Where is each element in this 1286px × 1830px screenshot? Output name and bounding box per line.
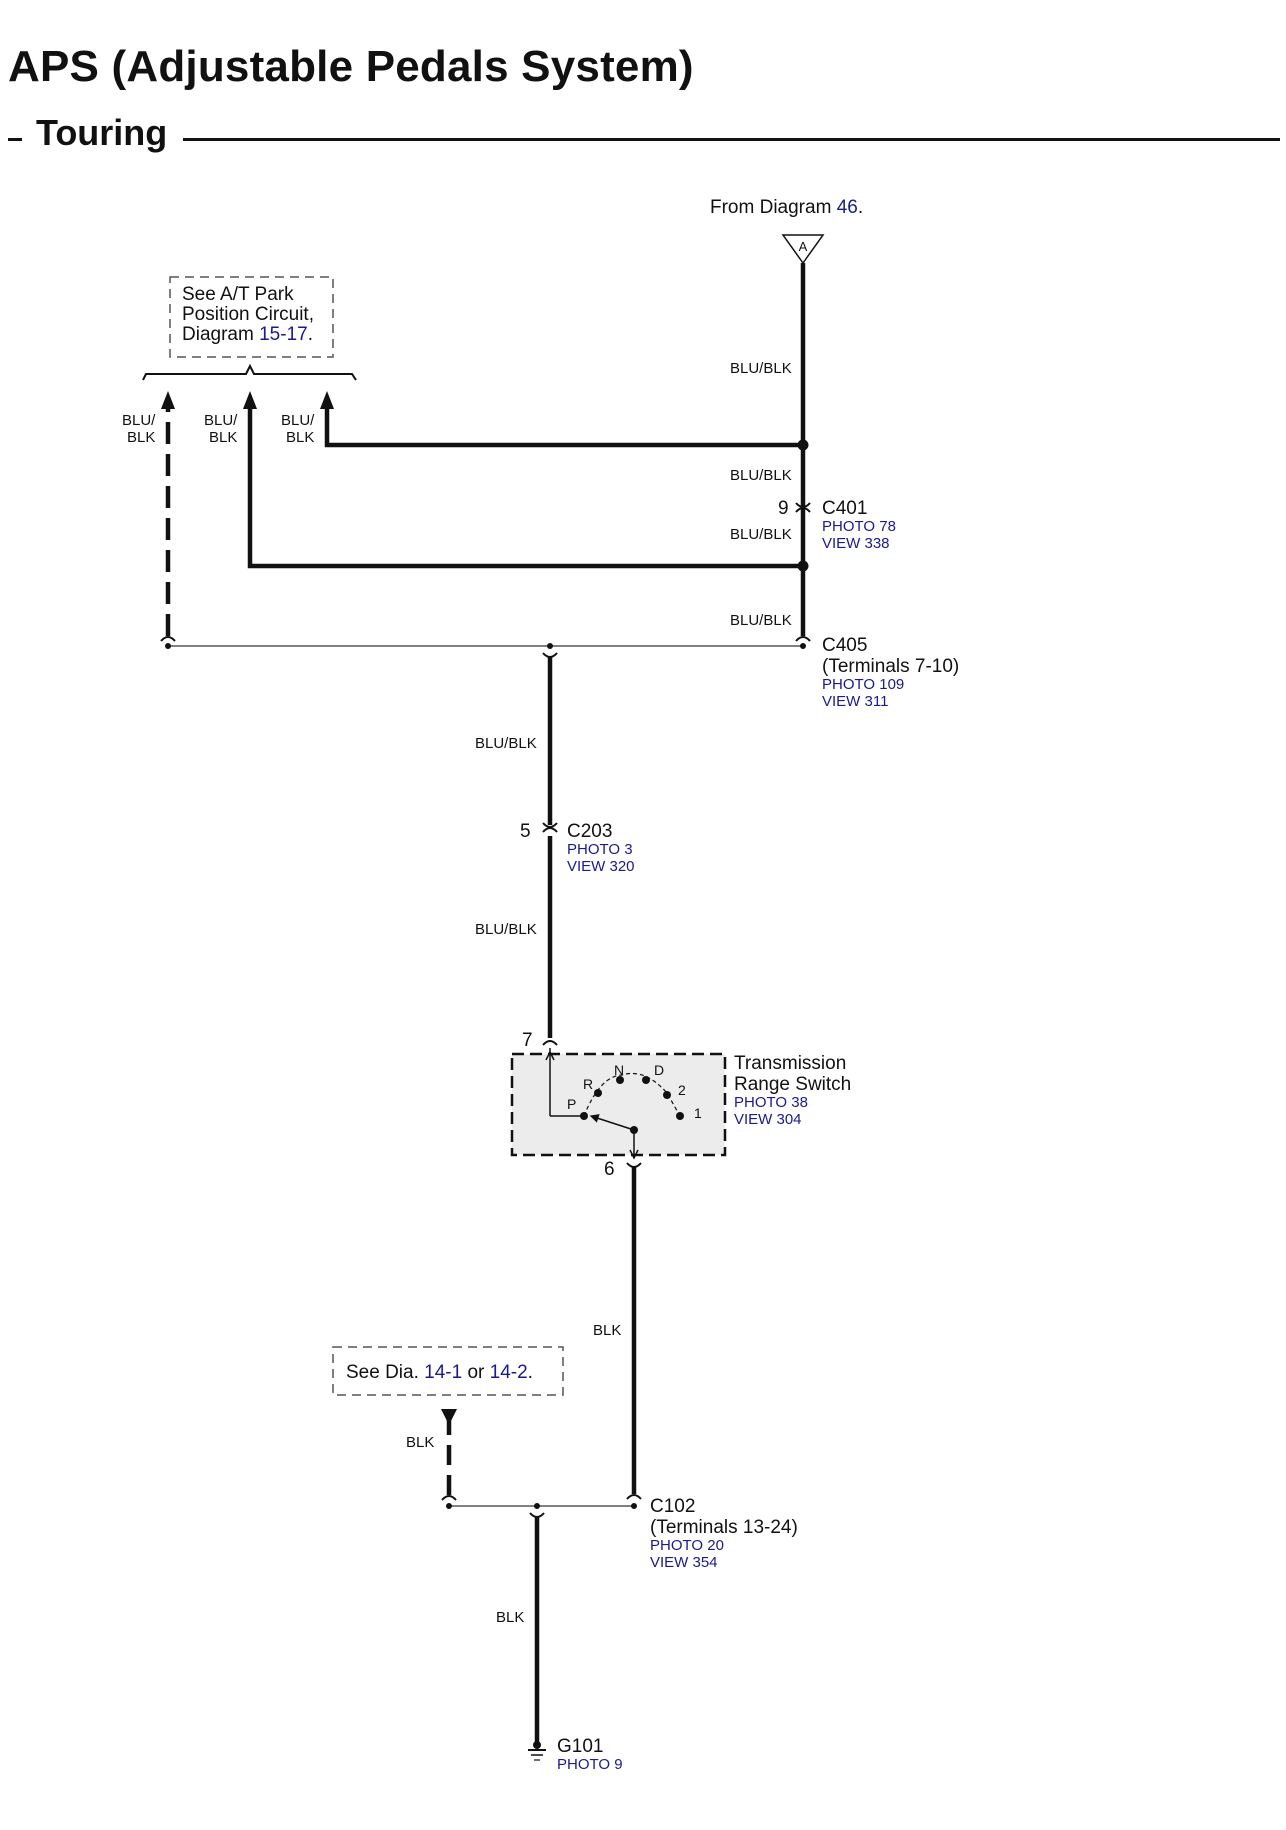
connector-c401-symbol (795, 502, 811, 513)
wire-label-middle-top: BLU/ (204, 412, 238, 429)
wire-label-blu-blk-2: BLU/BLK (730, 467, 792, 484)
c405-photo[interactable]: PHOTO 109 (822, 676, 904, 693)
switch-label-d: D (654, 1062, 664, 1078)
c102-view[interactable]: VIEW 354 (650, 1554, 718, 1571)
switch-label-2: 2 (678, 1082, 686, 1098)
switch-name-line1: Transmission (734, 1053, 846, 1074)
switch-body (510, 1052, 727, 1157)
wire-label-left-top: BLU/ (122, 412, 156, 429)
section-header: Touring (8, 112, 1280, 156)
c401-view[interactable]: VIEW 338 (822, 535, 890, 552)
switch-pin7-connector (542, 1040, 558, 1046)
diagram-link-15-17[interactable]: 15-17 (259, 324, 308, 345)
c102-terminal (631, 1503, 637, 1509)
c102-terminals: (Terminals 13-24) (650, 1517, 798, 1538)
off-page-flag-a: A (781, 234, 825, 265)
wire-label-blu-blk-4: BLU/BLK (730, 612, 792, 629)
c401-name: C401 (822, 498, 867, 519)
switch-label-p: P (567, 1096, 576, 1112)
page-title: APS (Adjustable Pedals System) (8, 42, 694, 91)
c401-photo[interactable]: PHOTO 78 (822, 518, 896, 535)
g101-name: G101 (557, 1736, 603, 1757)
wire-branch-middle (247, 403, 803, 569)
page-subtitle: Touring (36, 112, 168, 153)
switch-label-1: 1 (694, 1105, 702, 1121)
c203-view[interactable]: VIEW 320 (567, 858, 635, 875)
c405-terminal (547, 643, 553, 649)
c102-terminal (446, 1503, 452, 1509)
connector-c203-symbol (542, 822, 558, 833)
wire-branch-right (324, 403, 803, 448)
wire-label-right-top: BLU/ (281, 412, 315, 429)
switch-name-line2: Range Switch (734, 1074, 851, 1095)
c405-terminal (165, 643, 171, 649)
g101-photo[interactable]: PHOTO 9 (557, 1756, 623, 1773)
c405-view[interactable]: VIEW 311 (822, 693, 888, 710)
wire-label-left-bottom: BLK (127, 429, 155, 446)
connector-c102-left-symbol (441, 1495, 457, 1501)
switch-contact-2 (663, 1091, 671, 1099)
c203-name: C203 (567, 821, 612, 842)
note-ground-text: See Dia. 14-1 or 14-2. (346, 1362, 533, 1383)
wire-label-blk-2: BLK (406, 1434, 434, 1451)
arrow-down-icon (441, 1409, 457, 1425)
arrow-up-icon (243, 391, 257, 409)
subtitle-rule (183, 138, 1280, 141)
brace (142, 363, 357, 381)
connector-c102-symbol (626, 1494, 642, 1500)
diagram-link-14-1[interactable]: 14-1 (424, 1362, 462, 1383)
c405-terminal (800, 643, 806, 649)
switch-contact-1 (676, 1112, 684, 1120)
switch-pin-out: 6 (604, 1159, 615, 1180)
wire-label-blu-blk-3: BLU/BLK (730, 526, 792, 543)
switch-view[interactable]: VIEW 304 (734, 1111, 802, 1128)
switch-photo[interactable]: PHOTO 38 (734, 1094, 808, 1111)
wire-label-blk-1: BLK (593, 1322, 621, 1339)
connector-c102-down-symbol (529, 1512, 545, 1518)
from-diagram-label: From Diagram 46. (710, 197, 863, 218)
wire-label-blk-3: BLK (496, 1609, 524, 1626)
ground-icon (528, 1741, 546, 1761)
wire-label-blu-blk-5: BLU/BLK (475, 735, 537, 752)
switch-contact-d (642, 1076, 650, 1084)
note-park-line1: See A/T Park (182, 284, 294, 305)
connector-c405-left-symbol (160, 636, 176, 642)
switch-label-r: R (583, 1076, 593, 1092)
arrow-up-icon (320, 391, 334, 409)
svg-text:A: A (799, 239, 808, 254)
wire-label-middle-bottom: BLK (209, 429, 237, 446)
c203-pin: 5 (520, 821, 531, 842)
switch-label-n: N (614, 1062, 624, 1078)
diagram-link-14-2[interactable]: 14-2 (490, 1362, 528, 1383)
c401-pin: 9 (778, 498, 789, 519)
switch-contact-n (616, 1076, 624, 1084)
arrow-up-icon (161, 391, 175, 409)
diagram-link-46[interactable]: 46 (837, 197, 858, 218)
note-park-line3: Diagram 15-17. (182, 324, 313, 345)
c405-name: C405 (822, 635, 867, 656)
c203-photo[interactable]: PHOTO 3 (567, 841, 633, 858)
c405-terminals: (Terminals 7-10) (822, 656, 959, 677)
c102-terminal (534, 1503, 540, 1509)
switch-pin-in: 7 (522, 1030, 533, 1051)
c102-photo[interactable]: PHOTO 20 (650, 1537, 724, 1554)
switch-output-arrow (629, 1149, 639, 1160)
subtitle-dash (8, 138, 22, 141)
note-ground-box (332, 1346, 564, 1396)
switch-contact-p (580, 1112, 588, 1120)
note-park-box (169, 276, 334, 358)
connector-c405-symbol (795, 636, 811, 642)
switch-wiper (589, 1114, 635, 1131)
wire-label-blu-blk-1: BLU/BLK (730, 360, 792, 377)
wire-label-right-bottom: BLK (286, 429, 314, 446)
c102-name: C102 (650, 1496, 695, 1517)
switch-contact-r (594, 1089, 602, 1097)
wire-label-blu-blk-6: BLU/BLK (475, 921, 537, 938)
switch-feed-arrow (545, 1050, 555, 1061)
note-park-line2: Position Circuit, (182, 304, 314, 325)
